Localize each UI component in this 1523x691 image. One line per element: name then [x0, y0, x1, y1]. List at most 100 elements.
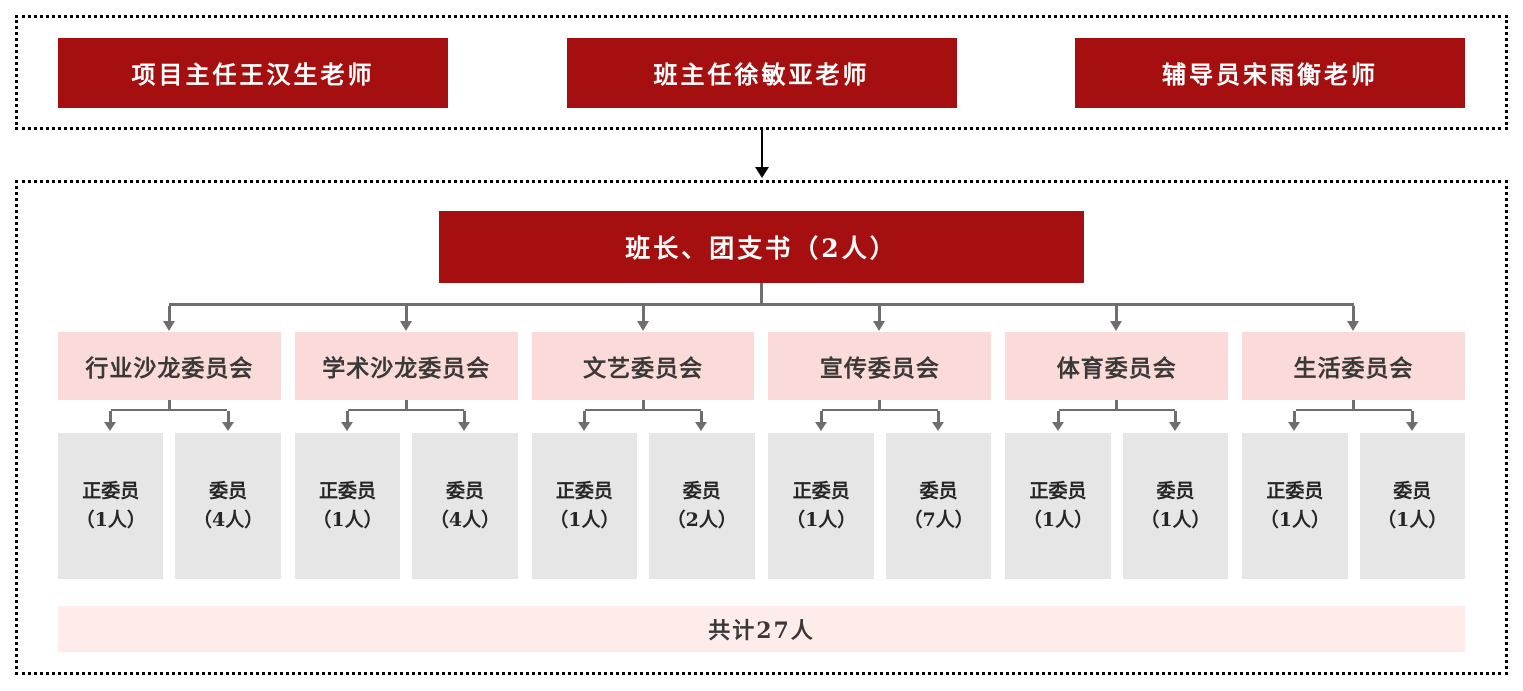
org-chart-page: 项目主任王汉生老师 班主任徐敏亚老师 辅导员宋雨衡老师 班长、团支书（2人）: [0, 15, 1523, 691]
member-count: （1人）: [1259, 509, 1330, 531]
down-arrow-icon: [1168, 411, 1181, 431]
down-arrow-icon: [695, 411, 708, 431]
member-role: 委员: [1156, 479, 1195, 502]
member-count: （1人）: [549, 509, 620, 531]
root-box: 班长、团支书（2人）: [439, 211, 1084, 283]
member-role: 正委员: [1266, 479, 1324, 502]
arrow-head-icon: [754, 167, 769, 178]
committee-label: 文艺委员会: [583, 355, 704, 382]
down-arrow-icon: [458, 411, 471, 431]
member-pair: 正委员 （1人） 委员 （4人）: [294, 433, 518, 579]
down-arrow-icon: [221, 411, 234, 431]
branch-arrow: [1005, 306, 1228, 332]
committee-row: 行业沙龙委员会 学术沙龙委员会 文艺委员会 宣传委员会 体育委员会 生活委员会: [58, 332, 1465, 400]
member-box-chief: 正委员 （1人）: [58, 433, 164, 579]
total-label: 共计27人: [708, 618, 815, 644]
down-arrow-icon: [1110, 306, 1123, 331]
member-role: 委员: [445, 479, 484, 502]
branch-arrow-row: [58, 306, 1465, 332]
member-connector: [295, 400, 518, 433]
advisor-label: 辅导员宋雨衡老师: [1162, 60, 1378, 89]
member-count: （1人）: [1140, 509, 1211, 531]
committee-box-life: 生活委员会: [1242, 332, 1465, 400]
member-count: （4人）: [429, 509, 501, 531]
member-pair: 正委员 （1人） 委员 （4人）: [58, 433, 281, 579]
connector-line: [821, 409, 938, 411]
arrow-line: [760, 130, 763, 168]
member-pair: 正委员 （1人） 委员 （7人）: [768, 433, 992, 579]
down-arrow-icon: [162, 306, 175, 331]
member-role: 正委员: [319, 479, 377, 502]
branch-arrow: [1242, 306, 1465, 332]
member-connector: [1242, 400, 1465, 433]
down-arrow-icon: [1288, 411, 1301, 431]
members-row: 正委员 （1人） 委员 （4人） 正委员 （1人） 委员 （4人: [58, 433, 1465, 579]
down-arrow-icon: [814, 411, 827, 431]
committee-label: 体育委员会: [1056, 355, 1177, 382]
branch-arrow: [58, 306, 281, 332]
member-role: 正委员: [792, 479, 850, 502]
committee-box-arts: 文艺委员会: [531, 332, 755, 400]
connector-line: [1058, 409, 1175, 411]
advisor-box-counselor: 辅导员宋雨衡老师: [1075, 37, 1465, 108]
member-box-regular: 委员 （1人）: [1122, 433, 1229, 579]
branch-arrow: [295, 306, 518, 332]
member-connector: [768, 400, 991, 433]
total-bar: 共计27人: [58, 606, 1465, 652]
committee-label: 宣传委员会: [819, 355, 940, 382]
down-arrow-icon: [1051, 411, 1064, 431]
member-box-regular: 委员 （1人）: [1359, 433, 1465, 579]
advisor-label: 班主任徐敏亚老师: [653, 60, 870, 89]
member-count: （1人）: [1022, 509, 1094, 531]
member-role: 委员: [919, 479, 958, 502]
branch-arrow: [532, 306, 755, 332]
committee-box-academic-salon: 学术沙龙委员会: [294, 332, 518, 400]
committee-label: 行业沙龙委员会: [85, 355, 254, 382]
connector-stub: [167, 400, 171, 409]
down-arrow-icon: [1405, 411, 1418, 431]
member-role: 正委员: [1029, 479, 1087, 502]
member-role: 正委员: [82, 479, 140, 502]
committee-box-sports: 体育委员会: [1005, 332, 1229, 400]
connector-stub: [1115, 400, 1119, 409]
advisor-label: 项目主任王汉生老师: [131, 60, 375, 89]
member-role: 委员: [209, 479, 248, 502]
member-count: （4人）: [193, 509, 264, 531]
member-box-regular: 委员 （4人）: [412, 433, 518, 579]
down-arrow-icon: [341, 411, 354, 431]
member-pair: 正委员 （1人） 委员 （1人）: [1005, 433, 1229, 579]
advisor-box-class-teacher: 班主任徐敏亚老师: [566, 37, 957, 108]
down-arrow-icon: [932, 411, 945, 431]
connector-stub: [878, 400, 882, 409]
member-box-chief: 正委员 （1人）: [531, 433, 638, 579]
connector-line: [1295, 409, 1412, 411]
down-arrow-icon: [577, 411, 590, 431]
connector-stub: [1352, 400, 1356, 409]
down-arrow-icon: [636, 306, 649, 331]
member-box-regular: 委员 （7人）: [885, 433, 992, 579]
connector-line: [585, 409, 702, 411]
member-count: （1人）: [786, 509, 857, 531]
connector-stub: [641, 400, 645, 409]
advisor-box-project-director: 项目主任王汉生老师: [58, 37, 448, 108]
branch-arrow: [768, 306, 991, 332]
member-role: 正委员: [555, 479, 613, 502]
member-box-regular: 委员 （4人）: [175, 433, 281, 579]
down-arrow-icon: [873, 306, 886, 331]
down-arrow-icon: [399, 306, 412, 331]
member-box-regular: 委员 （2人）: [649, 433, 755, 579]
member-count: （2人）: [666, 509, 737, 531]
member-role: 委员: [682, 479, 721, 502]
member-count: （1人）: [312, 509, 383, 531]
down-arrow-icon: [1347, 306, 1360, 331]
committee-label: 学术沙龙委员会: [322, 355, 491, 382]
root-label: 班长、团支书（2人）: [625, 234, 898, 263]
committee-label: 生活委员会: [1293, 355, 1414, 382]
member-pair: 正委员 （1人） 委员 （1人）: [1242, 433, 1465, 579]
branch-horizontal-line: [169, 303, 1354, 306]
root-connector-stub: [760, 283, 763, 303]
committee-box-publicity: 宣传委员会: [768, 332, 992, 400]
member-connector: [532, 400, 755, 433]
member-box-chief: 正委员 （1人）: [1242, 433, 1348, 579]
down-arrow-icon: [104, 411, 117, 431]
